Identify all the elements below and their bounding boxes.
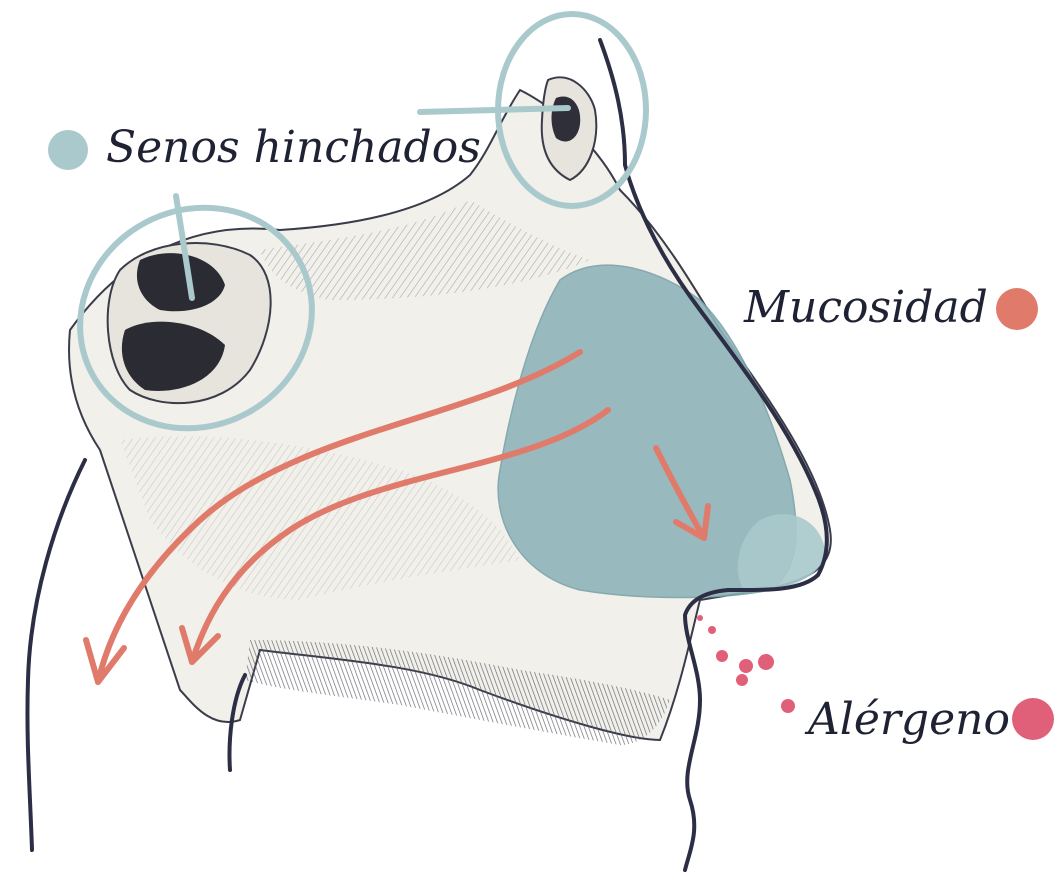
allergen-particle xyxy=(739,659,753,673)
allergen-particle xyxy=(716,650,728,662)
allergen-label: Alérgeno xyxy=(808,694,1010,745)
frontal-connector xyxy=(420,108,568,112)
mucus-label: Mucosidad xyxy=(744,282,988,333)
back-outline xyxy=(27,460,85,850)
sinus-legend-dot xyxy=(48,130,88,170)
allergen-particle xyxy=(758,654,774,670)
allergen-particle xyxy=(736,674,748,686)
allergen-particles xyxy=(697,615,795,713)
sinus-label: Senos hinchados xyxy=(106,122,481,173)
allergen-particle xyxy=(781,699,795,713)
allergen-legend-dot xyxy=(1012,698,1054,740)
mucus-legend-dot xyxy=(996,288,1038,330)
allergen-particle xyxy=(697,615,703,621)
allergen-particle xyxy=(708,626,716,634)
